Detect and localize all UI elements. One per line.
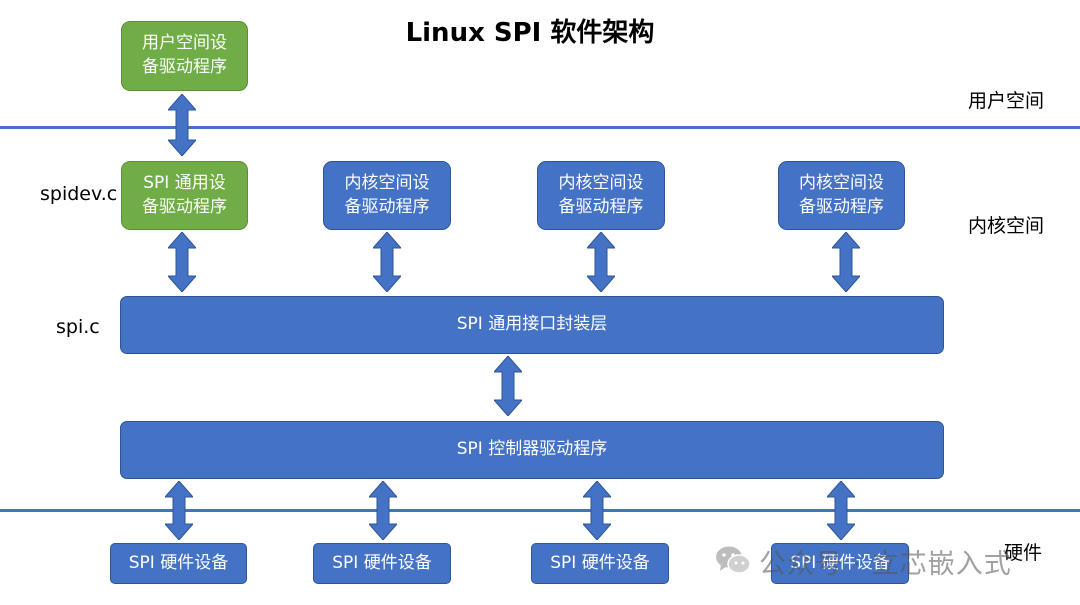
zone-label-user-space: 用户空间 [968,90,1045,112]
user-kernel-divider [0,126,1080,129]
box-line: 备驱动程序 [142,196,227,217]
spi-core-layer-box: SPI 通用接口封装层 [120,296,944,354]
hw-device-box-3: SPI 硬件设备 [531,543,669,584]
kernel-driver-box-2: 内核空间设 备驱动程序 [537,161,665,230]
box-line: 用户空间设 [142,33,227,54]
kernel-driver-box-3: 内核空间设 备驱动程序 [778,161,905,230]
arrow-controller-to-hw4 [827,481,855,540]
kernel-driver-box-1: 内核空间设 备驱动程序 [323,161,451,230]
hw-device-box-4: SPI 硬件设备 [771,543,909,584]
box-line: 备驱动程序 [344,196,430,217]
arrow-controller-to-hw1 [165,481,193,540]
arrow-core-to-controller [494,356,522,416]
side-label-spi: spi.c [56,316,100,338]
box-line: 备驱动程序 [799,196,884,217]
zone-label-kernel-space: 内核空间 [968,215,1045,237]
arrow-controller-to-hw3 [583,481,611,540]
box-line: SPI 通用设 [143,172,226,193]
hw-device-box-2: SPI 硬件设备 [313,543,451,584]
wechat-icon [715,545,751,579]
box-line: 内核空间设 [344,172,430,193]
arrow-kernel3-to-core [832,232,860,292]
zone-label-hardware: 硬件 [1004,542,1043,564]
side-label-spidev: spidev.c [40,183,118,205]
arrow-kernel2-to-core [587,232,615,292]
spidev-driver-box: SPI 通用设 备驱动程序 [121,161,248,230]
box-line: 内核空间设 [558,172,644,193]
arrow-kernel1-to-core [373,232,401,292]
kernel-hardware-divider [0,509,1080,512]
user-space-driver-box: 用户空间设 备驱动程序 [121,21,248,91]
spi-controller-driver-box: SPI 控制器驱动程序 [120,421,944,479]
diagram-title: Linux SPI 软件架构 [405,18,655,48]
box-line: 备驱动程序 [558,196,644,217]
hw-device-box-1: SPI 硬件设备 [110,543,247,584]
arrow-user-to-spidev [168,94,196,156]
box-line: 内核空间设 [799,172,884,193]
arrow-controller-to-hw2 [369,481,397,540]
box-line: 备驱动程序 [142,57,227,77]
arrow-spidev-to-core [168,232,196,292]
